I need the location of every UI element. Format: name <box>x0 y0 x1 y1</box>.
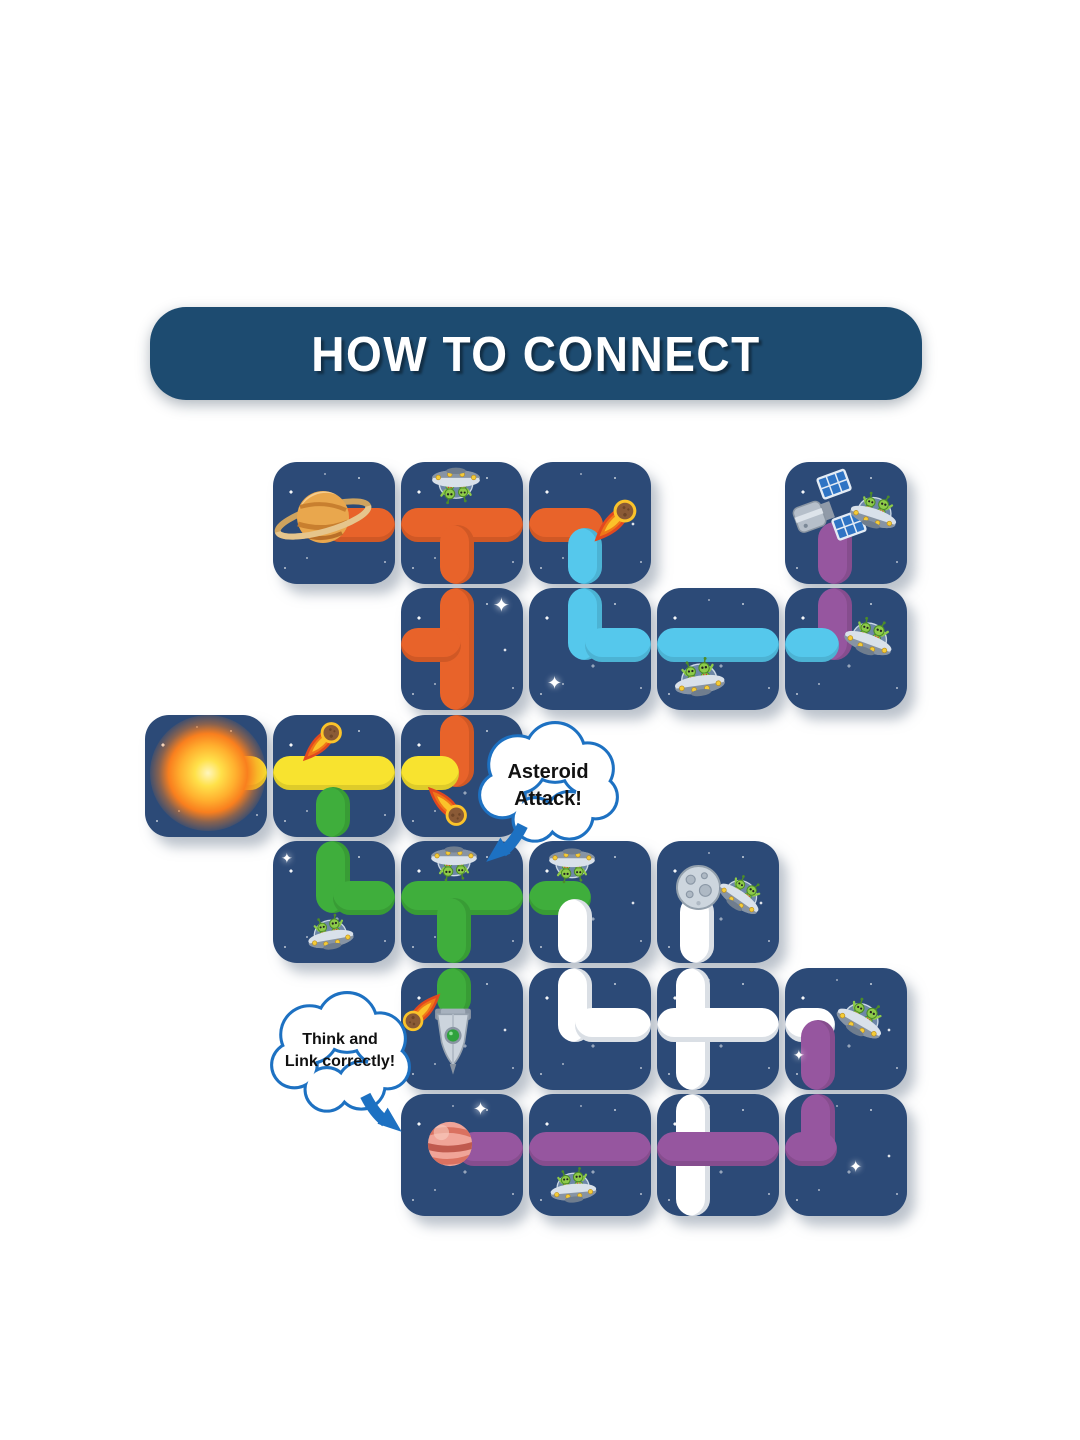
trail-cyan-segment <box>657 628 779 662</box>
tile-r0c3 <box>529 462 651 584</box>
tile-r4c5: ✦ <box>785 968 907 1090</box>
ufo-icon <box>427 462 485 508</box>
star-sparkle-icon: ✦ <box>793 1047 805 1063</box>
trail-purple-segment <box>657 1132 779 1166</box>
trail-orange-segment <box>440 525 474 584</box>
trail-green-segment <box>437 898 471 963</box>
ufo-icon <box>543 843 601 887</box>
title-banner: HOW TO CONNECT <box>150 307 922 400</box>
comet-icon <box>578 484 651 559</box>
tile-r4c4 <box>657 968 779 1090</box>
ufo-icon <box>300 907 361 960</box>
tile-r5c3 <box>529 1094 651 1216</box>
trail-white-segment <box>657 1008 779 1042</box>
satellite-icon <box>787 468 867 550</box>
trail-cyan-segment <box>585 628 651 662</box>
star-sparkle-icon: ✦ <box>849 1159 863 1176</box>
trail-green-segment <box>437 968 471 1016</box>
ufo-icon <box>543 1162 603 1211</box>
comet-icon <box>287 715 358 777</box>
tile-r1c3: ✦ <box>529 588 651 710</box>
tile-r0c1 <box>273 462 395 584</box>
trail-yellow-segment <box>273 756 395 790</box>
tile-r3c3 <box>529 841 651 963</box>
tile-r5c5: ✦ <box>785 1094 907 1216</box>
ufo-icon <box>425 841 483 885</box>
tile-r3c2 <box>401 841 523 963</box>
star-sparkle-icon: ✦ <box>547 673 563 693</box>
rocket-icon <box>431 1006 475 1078</box>
tile-r0c2 <box>401 462 523 584</box>
ufo-icon <box>841 480 907 541</box>
tile-r1c4 <box>657 588 779 710</box>
comet-icon <box>410 769 485 837</box>
star-sparkle-icon: ✦ <box>493 595 510 617</box>
tile-r0c5 <box>785 462 907 584</box>
trail-white-segment <box>558 899 592 963</box>
tile-r5c2: ✦ <box>401 1094 523 1216</box>
tile-r2c0 <box>145 715 267 837</box>
star-sparkle-icon: ✦ <box>281 850 293 866</box>
tile-r1c2: ✦ <box>401 588 523 710</box>
ufo-icon <box>706 858 779 930</box>
trail-purple-segment <box>529 1132 651 1166</box>
page-title: HOW TO CONNECT <box>311 325 761 382</box>
ufo-icon <box>834 604 906 671</box>
trail-purple-segment <box>801 1020 835 1090</box>
trail-yellow-segment <box>401 756 459 790</box>
ufo-icon <box>666 650 732 706</box>
trail-white-segment <box>575 1008 651 1042</box>
mars-icon <box>426 1120 474 1168</box>
saturn-icon <box>273 480 373 558</box>
tile-r4c3 <box>529 968 651 1090</box>
tile-r3c1: ✦ <box>273 841 395 963</box>
trail-purple-segment <box>785 1132 837 1166</box>
trail-orange-segment <box>401 628 461 662</box>
comet-icon <box>401 979 455 1045</box>
tile-r1c5 <box>785 588 907 710</box>
sun-icon <box>150 715 266 831</box>
star-sparkle-icon: ✦ <box>473 1099 489 1119</box>
bubble-line: Think and <box>302 1030 378 1048</box>
trail-green-segment <box>316 787 350 837</box>
trail-cyan-segment <box>785 628 839 662</box>
bubble-line: Attack! <box>514 787 582 810</box>
bubble-line: Link correctly! <box>284 1052 396 1070</box>
tile-r2c1 <box>273 715 395 837</box>
trail-green-segment <box>333 881 395 915</box>
tile-r3c4 <box>657 841 779 963</box>
bubble-line: Asteroid <box>507 760 589 783</box>
ufo-icon <box>824 981 900 1055</box>
tile-r4c2 <box>401 968 523 1090</box>
tile-r5c4 <box>657 1094 779 1216</box>
